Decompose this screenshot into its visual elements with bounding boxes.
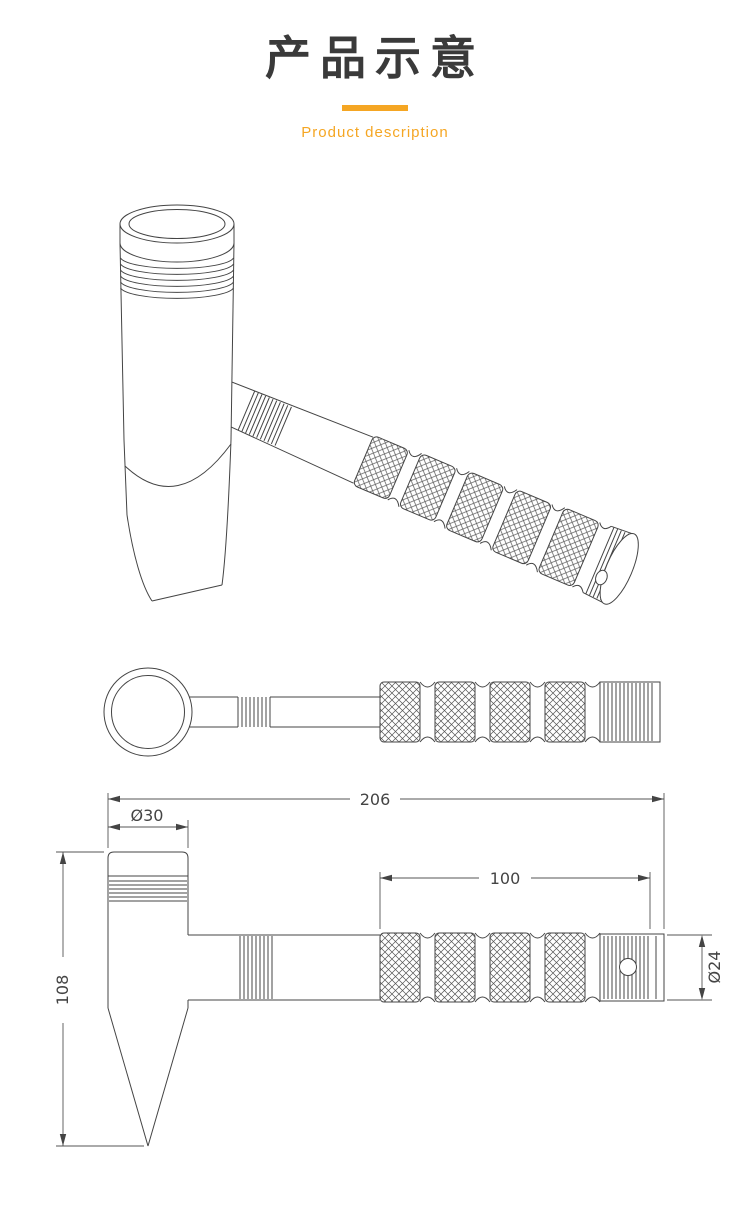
perspective-view [119, 204, 639, 605]
end-cap-stripes [603, 683, 653, 741]
extension-lines [107, 793, 665, 929]
dim-head-diameter-label: Ø30 [131, 806, 164, 825]
knurl-band [434, 681, 476, 743]
top-view [103, 667, 661, 757]
knurl-band [379, 681, 421, 743]
dim-handle-diameter-label: Ø24 [705, 951, 724, 984]
page-subtitle: Product description [301, 123, 449, 141]
dim-total-length-label: 206 [360, 790, 391, 809]
wedge-transition-curve [124, 443, 232, 487]
hammer-handle-perspective [196, 374, 639, 605]
dim-grip-length-label: 100 [490, 869, 521, 888]
hammer-head-side [107, 851, 189, 1147]
page-title: 产品示意 [265, 31, 485, 85]
head-outline-circle [103, 667, 193, 757]
head-thread-lines [109, 880, 187, 902]
hammer-head-perspective [119, 204, 235, 602]
knurl-band [489, 932, 531, 1003]
handle-thread-lines [239, 936, 273, 999]
knurl-band [538, 508, 599, 586]
end-cap [599, 681, 661, 743]
head-inner-circle [111, 675, 185, 749]
knurl-band [353, 436, 408, 499]
knurl-band [544, 681, 586, 743]
extension-lines [379, 872, 651, 929]
head-top-face [119, 204, 235, 244]
extension-lines [667, 934, 712, 1001]
extension-lines [56, 851, 144, 1147]
handle-thread-lines [237, 391, 292, 446]
knurl-band [446, 472, 504, 543]
hammer-handle-side [188, 932, 665, 1003]
knurl-gaps [387, 450, 612, 593]
knurl-band [379, 932, 421, 1003]
title-accent-bar [342, 104, 408, 111]
head-thread-arcs [120, 257, 234, 299]
chisel-edge [151, 584, 223, 602]
side-view: 206 Ø30 100 108 Ø24 [53, 790, 724, 1147]
knurl-band [544, 932, 586, 1003]
handle-end-face [599, 532, 639, 605]
knurl-band [492, 490, 551, 565]
handle-thread-lines [237, 697, 271, 727]
head-cap [107, 851, 189, 877]
knurl-band [434, 932, 476, 1003]
knurl-gaps [419, 932, 601, 1003]
dim-head-height-label: 108 [53, 975, 72, 1006]
lanyard-hole [595, 569, 608, 586]
page-header: 产品示意 Product description [0, 0, 750, 141]
knurl-gaps [419, 681, 601, 743]
lanyard-hole [619, 958, 637, 976]
dimension-annotations: 206 Ø30 100 108 Ø24 [53, 790, 724, 1147]
stake-point [107, 1007, 189, 1147]
knurl-band [489, 681, 531, 743]
knurl-band [399, 454, 456, 521]
